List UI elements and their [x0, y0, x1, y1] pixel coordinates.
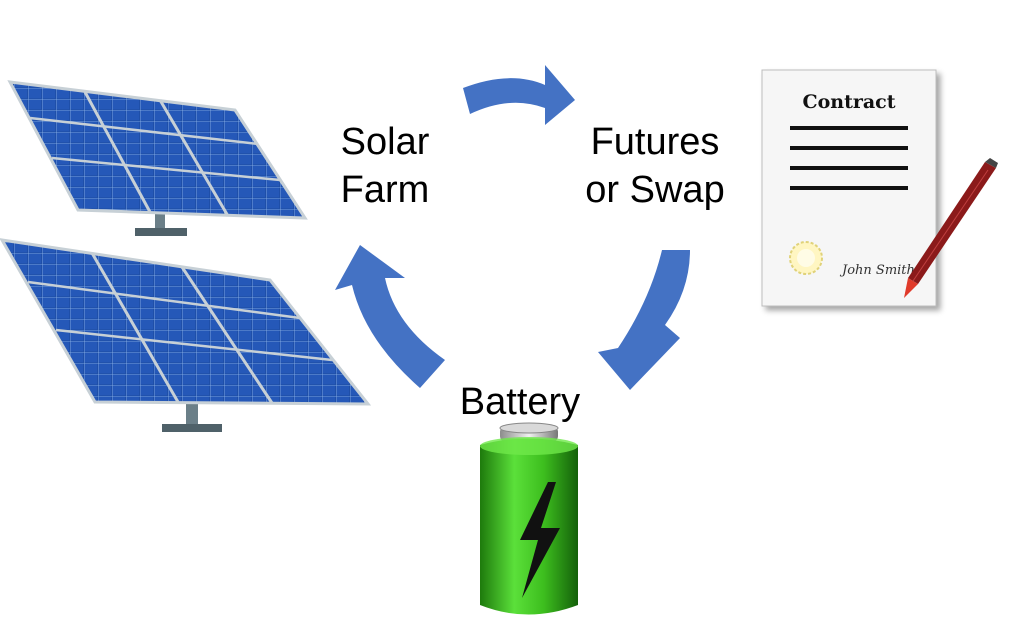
cycle-arrow	[598, 250, 690, 390]
lightning-bolt-icon	[520, 482, 560, 598]
contract-lines	[790, 126, 908, 190]
solar-farm-label: Solar Farm	[320, 118, 450, 214]
pen-icon	[904, 158, 998, 298]
futures-swap-label-line2: or Swap	[585, 169, 725, 211]
seal-icon	[789, 241, 823, 275]
cycle-arrow	[463, 65, 575, 125]
futures-swap-label-line1: Futures	[590, 121, 720, 163]
contract-title: Contract	[802, 91, 895, 113]
solar-panel-icon	[7, 80, 308, 236]
battery-label: Battery	[440, 378, 600, 426]
battery-label-text: Battery	[459, 381, 581, 423]
cycle-arrow	[335, 245, 445, 388]
battery-icon	[480, 422, 578, 615]
solar-panel-icon	[0, 238, 372, 432]
signature: John Smith	[839, 263, 915, 278]
solar-farm-label-line1: Solar	[340, 121, 430, 163]
futures-swap-label: Futures or Swap	[560, 118, 750, 214]
solar-farm-label-line2: Farm	[340, 169, 430, 211]
